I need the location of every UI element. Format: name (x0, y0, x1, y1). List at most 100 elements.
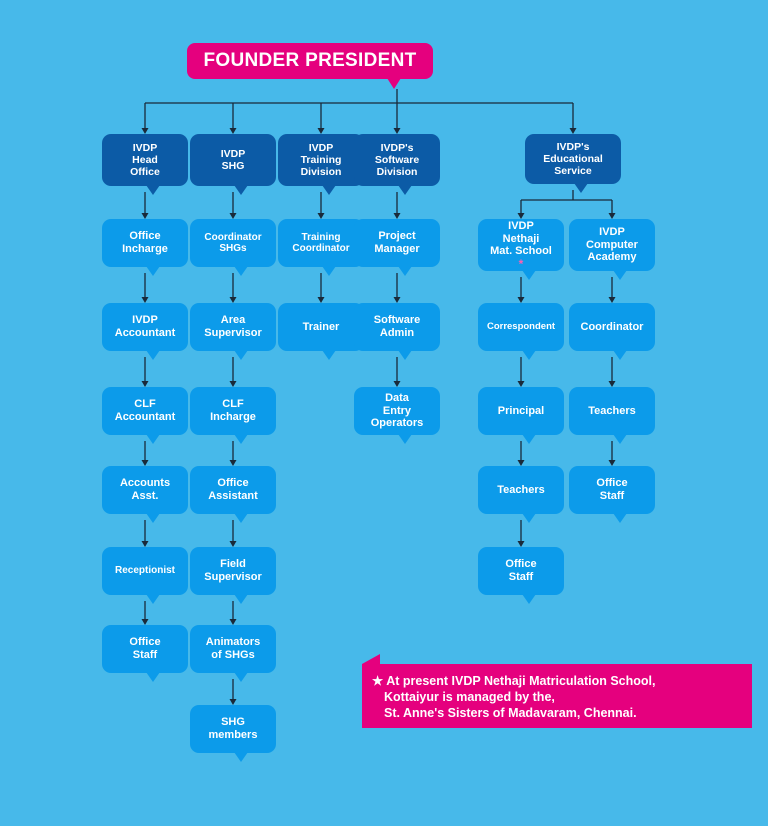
role-box-1-4-tail (146, 513, 160, 523)
unit-1-role-box-3-tail (522, 513, 536, 523)
connector-arrowhead (608, 297, 616, 303)
connector-arrowhead (229, 213, 237, 219)
role-box-2-1: Coordinator SHGs (190, 219, 276, 276)
role-box-1-5-label: Receptionist (114, 565, 175, 577)
connector-arrowhead (229, 699, 237, 705)
footnote-box: ★ At present IVDP Nethaji Matriculation … (362, 654, 752, 728)
connector-arrowhead (317, 297, 325, 303)
division-box-5: IVDP's Educational Service (525, 134, 621, 193)
unit-box-2-label: IVDP Computer Academy (586, 226, 638, 264)
connector-arrowhead (229, 128, 237, 134)
unit-2-role-box-3: Office Staff (569, 466, 655, 523)
connector-arrowhead (608, 213, 616, 219)
role-box-1-6-tail (146, 672, 160, 682)
unit-box-1-label: IVDP Nethaji Mat. School (490, 220, 552, 258)
connector-arrowhead (569, 128, 577, 134)
division-box-3-label: IVDP Training Division (300, 141, 342, 179)
connector-arrowhead (229, 297, 237, 303)
role-box-4-1: Project Manager (354, 219, 440, 276)
role-box-3-2: Trainer (278, 303, 364, 360)
role-box-3-2-label: Trainer (302, 320, 340, 333)
unit-2-role-box-3-tail (613, 513, 627, 523)
role-box-1-1-content: Office Incharge (122, 230, 168, 255)
connector-arrowhead (141, 213, 149, 219)
division-box-1-content: IVDP Head Office (130, 142, 160, 178)
role-box-1-2-content: IVDP Accountant (115, 314, 176, 339)
unit-2-role-box-3-content: Office Staff (596, 477, 627, 502)
unit-2-role-box-2: Teachers (569, 387, 655, 444)
unit-2-role-box-1-label: Coordinator (580, 320, 644, 333)
division-box-1-label: IVDP Head Office (130, 141, 160, 179)
role-box-1-5: Receptionist (102, 547, 188, 604)
role-box-1-3-content: CLF Accountant (115, 398, 176, 423)
role-box-4-1-tail (398, 266, 412, 276)
role-box-1-6-content: Office Staff (129, 636, 160, 661)
division-box-4-tail (398, 185, 412, 195)
division-box-3-content: IVDP Training Division (301, 142, 342, 178)
role-box-3-1-label: Training Coordinator (292, 231, 350, 255)
connector-arrowhead (229, 541, 237, 547)
role-box-4-3-label: Data Entry Operators (370, 392, 424, 430)
role-box-2-5-tail (234, 594, 248, 604)
founder-president-box: FOUNDER PRESIDENT (187, 43, 433, 89)
connector-arrowhead (393, 213, 401, 219)
role-box-3-2-tail (322, 350, 336, 360)
role-box-2-7: SHG members (190, 705, 276, 762)
division-box-5-content: IVDP's Educational Service (543, 141, 603, 177)
connector-arrowhead (517, 297, 525, 303)
footnote-line-3: St. Anne's Sisters of Madavaram, Chennai… (384, 706, 637, 720)
unit-box-2-tail (613, 270, 627, 280)
role-box-1-1-label: Office Incharge (122, 230, 168, 255)
unit-2-role-box-1-content: Coordinator (581, 321, 644, 334)
connector-arrowhead (393, 128, 401, 134)
asterisk-star-icon: * (518, 256, 524, 271)
role-box-1-4: Accounts Asst. (102, 466, 188, 523)
connector-arrowhead (141, 128, 149, 134)
connector-arrowhead (141, 541, 149, 547)
connector-arrowhead (317, 213, 325, 219)
connector-arrowhead (141, 381, 149, 387)
role-box-2-6-tail (234, 672, 248, 682)
role-box-2-3: CLF Incharge (190, 387, 276, 444)
role-box-4-1-label: Project Manager (374, 230, 420, 255)
role-box-2-7-tail (234, 752, 248, 762)
division-box-2-content: IVDP SHG (221, 148, 246, 172)
role-box-2-4-content: Office Assistant (208, 477, 258, 502)
role-box-2-4-label: Office Assistant (208, 477, 258, 502)
unit-2-role-box-1-tail (613, 350, 627, 360)
unit-box-2-content: IVDP Computer Academy (586, 226, 638, 264)
unit-1-role-box-3-label: Teachers (497, 483, 545, 496)
unit-1-role-box-1-label: Correspondent (486, 320, 556, 332)
connector-arrowhead (229, 381, 237, 387)
role-box-1-1: Office Incharge (102, 219, 188, 276)
unit-1-role-box-2-tail (522, 434, 536, 444)
role-box-2-1-tail (234, 266, 248, 276)
role-box-2-2-tail (234, 350, 248, 360)
connector-arrowhead (229, 460, 237, 466)
role-box-2-6: Animators of SHGs (190, 625, 276, 682)
division-box-1: IVDP Head Office (102, 134, 188, 195)
role-box-1-3-label: CLF Accountant (114, 398, 176, 423)
connector-arrowhead (141, 619, 149, 625)
connector-arrowhead (608, 460, 616, 466)
connector-arrowhead (229, 619, 237, 625)
role-box-1-2-tail (146, 350, 160, 360)
connector-arrowhead (393, 297, 401, 303)
role-box-1-6: Office Staff (102, 625, 188, 682)
role-box-2-1-content: Coordinator SHGs (204, 232, 261, 255)
unit-1-role-box-4: Office Staff (478, 547, 564, 604)
role-box-2-5-label: Field Supervisor (204, 558, 262, 583)
role-box-4-2-label: Software Admin (373, 314, 421, 339)
role-box-4-3: Data Entry Operators (354, 387, 440, 444)
role-box-3-1-tail (322, 266, 336, 276)
unit-box-1: IVDP Nethaji Mat. School* (478, 219, 564, 280)
connector-arrowhead (517, 460, 525, 466)
division-box-3-tail (322, 185, 336, 195)
founder-label: FOUNDER PRESIDENT (203, 50, 417, 71)
role-box-2-2-content: Area Supervisor (204, 314, 261, 339)
role-box-4-2-tail (398, 350, 412, 360)
role-box-1-3-tail (146, 434, 160, 444)
role-box-2-3-label: CLF Incharge (210, 398, 256, 423)
unit-box-1-content: IVDP Nethaji Mat. School* (490, 220, 552, 270)
